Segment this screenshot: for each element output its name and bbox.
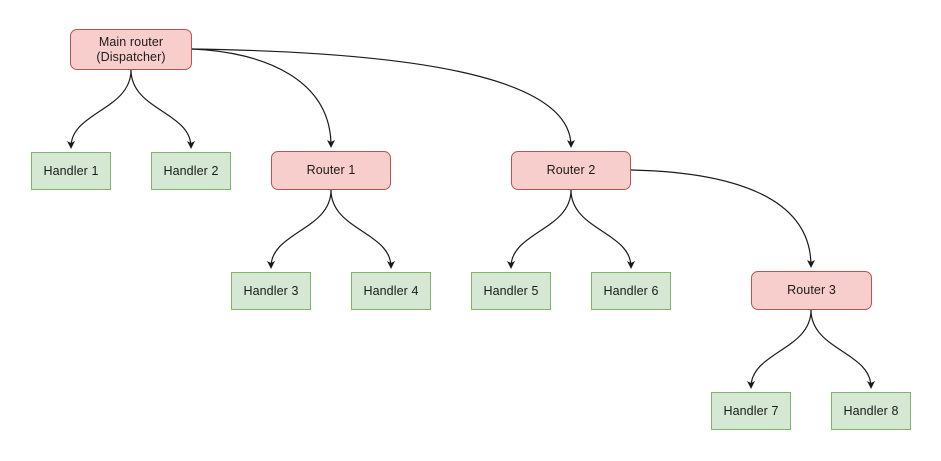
node-label-handler-7: Handler 7 — [723, 403, 779, 418]
node-label-handler-5: Handler 5 — [483, 283, 539, 298]
edge-main-to-router-2 — [191, 48, 575, 148]
node-handler-3[interactable]: Handler 3 — [231, 272, 311, 310]
edge-router-2-to-handler-6 — [570, 189, 635, 269]
edge-main-to-handler-1 — [67, 69, 132, 149]
node-label-handler-3: Handler 3 — [243, 283, 299, 298]
node-router-3[interactable]: Router 3 — [751, 271, 872, 310]
edge-router-2-to-router-3 — [630, 169, 815, 268]
edge-paths — [67, 48, 875, 389]
node-router-2[interactable]: Router 2 — [511, 151, 631, 190]
node-label-handler-8: Handler 8 — [843, 403, 899, 418]
node-label-router-1: Router 1 — [306, 163, 356, 177]
edge-main-to-router-1 — [191, 48, 335, 148]
edge-router-1-to-handler-4 — [330, 189, 395, 269]
node-handler-4[interactable]: Handler 4 — [351, 272, 431, 310]
edge-router-3-to-handler-8 — [810, 309, 875, 389]
node-label-handler-2: Handler 2 — [163, 163, 219, 178]
node-handler-1[interactable]: Handler 1 — [31, 152, 111, 190]
node-handler-6[interactable]: Handler 6 — [591, 272, 671, 310]
node-handler-8[interactable]: Handler 8 — [831, 392, 911, 430]
node-label-handler-4: Handler 4 — [363, 283, 419, 298]
node-label-router-2: Router 2 — [546, 163, 596, 177]
node-label-main-router: Main router (Dispatcher) — [96, 34, 166, 64]
edge-router-3-to-handler-7 — [747, 309, 812, 389]
node-router-1[interactable]: Router 1 — [271, 151, 391, 190]
node-label-handler-6: Handler 6 — [603, 283, 659, 298]
node-handler-7[interactable]: Handler 7 — [711, 392, 791, 430]
edge-router-2-to-handler-5 — [507, 189, 572, 269]
node-main-router[interactable]: Main router (Dispatcher) — [70, 29, 192, 70]
edge-main-to-handler-2 — [130, 69, 195, 149]
node-label-router-3: Router 3 — [787, 283, 836, 297]
node-label-handler-1: Handler 1 — [43, 163, 99, 178]
node-handler-2[interactable]: Handler 2 — [151, 152, 231, 190]
edge-router-1-to-handler-3 — [267, 189, 332, 269]
node-handler-5[interactable]: Handler 5 — [471, 272, 551, 310]
